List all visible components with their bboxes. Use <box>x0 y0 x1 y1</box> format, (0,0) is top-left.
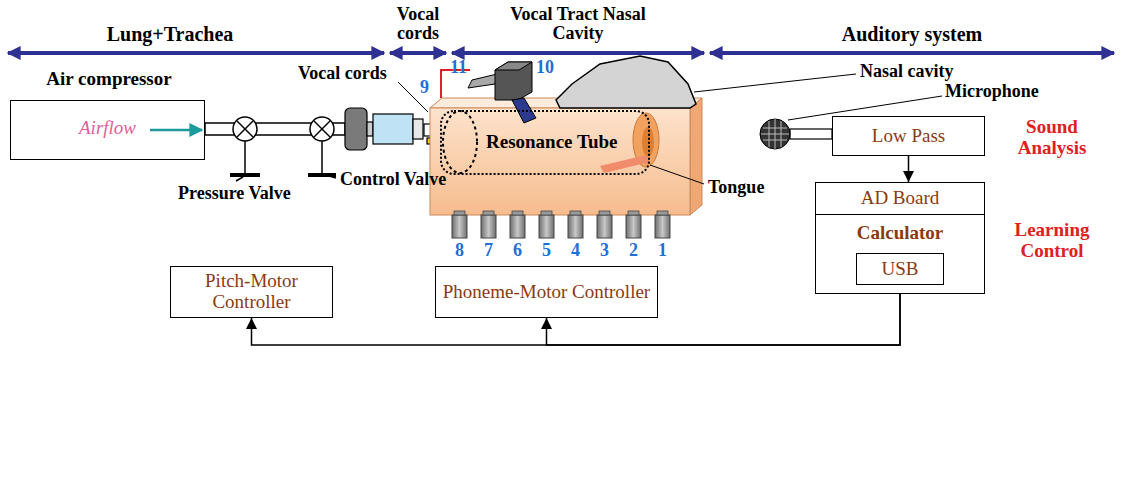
part-label: Control Valve <box>340 170 446 189</box>
node-text: Air compressor <box>9 69 209 90</box>
compressor-box: Air compressorAirflow <box>10 100 205 160</box>
part-label: Nasal cavity <box>860 62 954 81</box>
node-text: USB <box>882 259 919 280</box>
tongue-leader <box>650 165 704 184</box>
usb-box: USB <box>856 253 944 285</box>
callout-number: 7 <box>484 241 493 260</box>
calculator-box: Calculator AD BoardUSB <box>815 182 985 294</box>
signal-arrow <box>908 156 910 182</box>
part-label: Pressure Valve <box>178 184 291 203</box>
callout-number: 9 <box>420 78 429 97</box>
nasal-cavity <box>556 56 696 108</box>
vocal-tract-block <box>430 98 702 215</box>
filter-box: Low Pass <box>832 116 985 156</box>
adboard-box: AD Board <box>816 183 984 215</box>
airflow-arrow <box>150 129 202 132</box>
node-text: AD Board <box>861 188 940 209</box>
section-heading: Vocal Tract Nasal Cavity <box>483 5 673 44</box>
callout-number: 10 <box>536 58 554 77</box>
callout-number: 4 <box>571 241 580 260</box>
glottis-outline <box>443 111 477 173</box>
node-text: Resonance Tube <box>486 132 617 153</box>
callout-number: 2 <box>629 241 638 260</box>
group-label: Sound Analysis <box>1002 117 1102 158</box>
callout-number: 1 <box>658 241 667 260</box>
pipe-valves <box>205 117 345 181</box>
part-label: Tongue <box>708 178 764 197</box>
node-text: Pitch-Motor Controller <box>171 271 332 313</box>
part-label: Microphone <box>945 82 1039 101</box>
callout-number: 8 <box>455 241 464 260</box>
nasal-leader <box>694 74 856 92</box>
section-heading: Auditory system <box>842 24 983 46</box>
group-label: Learning Control <box>1002 220 1102 261</box>
section-arrows <box>8 51 1114 55</box>
section-heading: Lung+Trachea <box>107 24 234 46</box>
node-text: Airflow <box>79 118 136 139</box>
node-text: Calculator <box>816 223 984 244</box>
motors <box>452 211 670 238</box>
nasal-actuator <box>468 62 536 123</box>
node-text: Low Pass <box>872 126 945 147</box>
callout-number: 3 <box>600 241 609 260</box>
callout-number: 11 <box>450 58 467 77</box>
part-label: Vocal cords <box>298 64 387 83</box>
controller-box: Pitch-Motor Controller <box>170 266 333 318</box>
callout-number: 6 <box>513 241 522 260</box>
section-heading: Vocal cords <box>387 5 449 44</box>
node-text: Phoneme-Motor Controller <box>437 282 656 303</box>
tongue <box>600 155 650 173</box>
controller-box: Phoneme-Motor Controller <box>435 266 658 318</box>
resonance-tube: Resonance Tube <box>440 110 650 175</box>
callout-number: 5 <box>542 241 551 260</box>
